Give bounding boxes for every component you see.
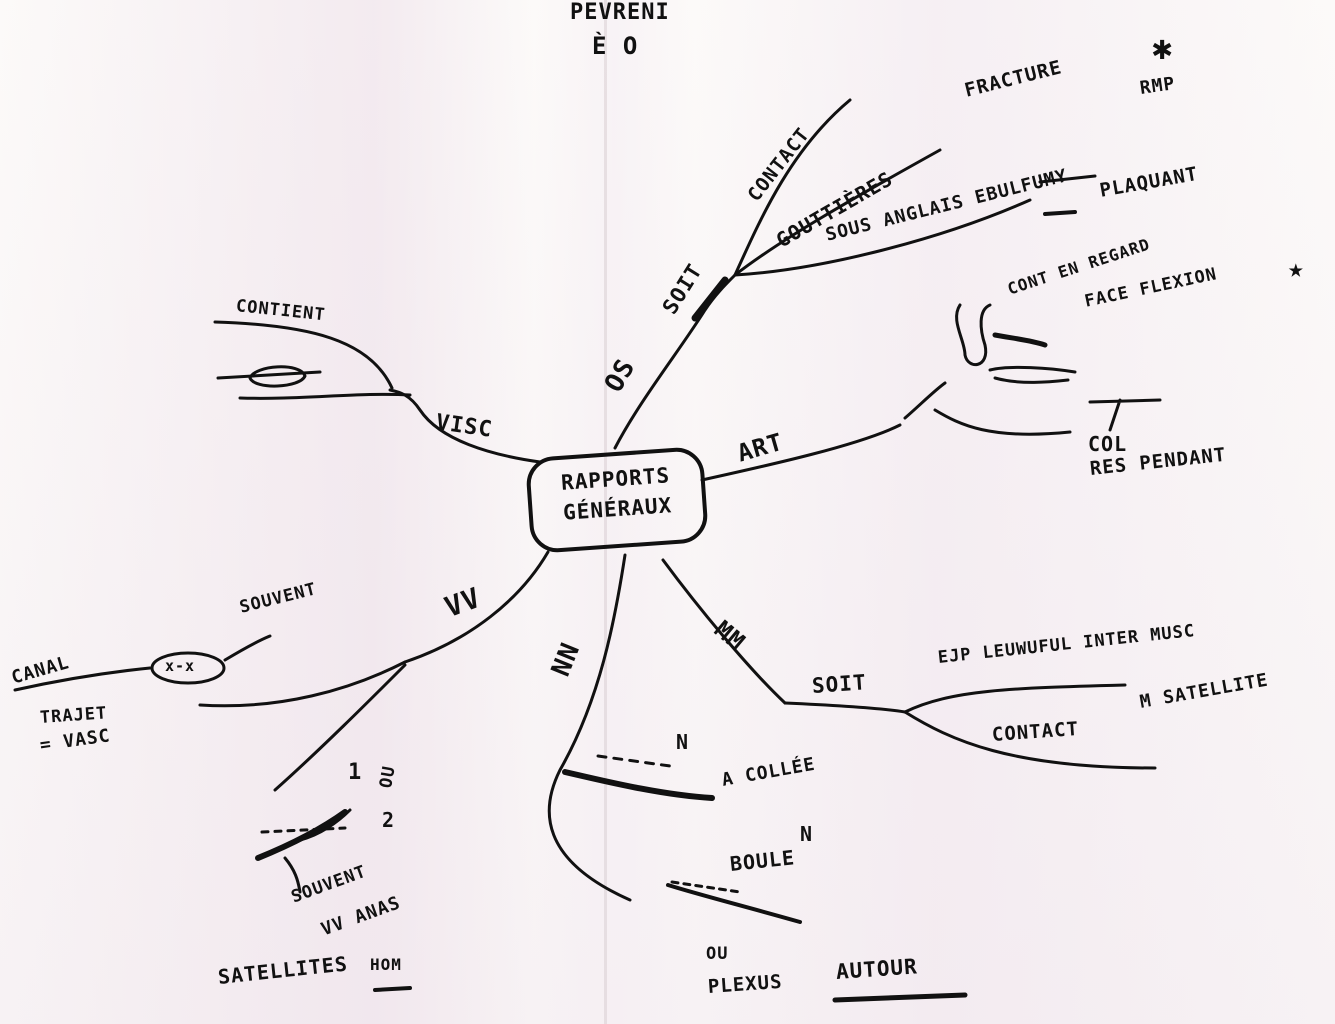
vv-hom: HOM [370,955,402,974]
vv-branch [403,550,550,664]
central-node: RAPPORTS GÉNÉRAUX [524,445,710,555]
art-bone-2 [988,365,1077,374]
os-soit-mark [691,276,729,322]
mm-soit: SOIT [811,670,868,698]
nn-branch [547,553,632,902]
os-sous-branch [733,198,1032,277]
art-bone [955,303,992,366]
nn-nerve-dash [596,754,672,768]
art-bone-3 [993,376,1070,384]
os-plaquant-dash [1043,210,1077,216]
vv-xox-ellipse [150,651,226,685]
nn-n1: N [676,730,690,754]
visc-oval-line [216,370,322,380]
nn-autour-underline [832,992,968,1003]
os-gouttieres-branch [733,148,942,277]
art-hook [903,381,947,420]
mm-lower [903,710,1157,770]
nn-n2: N [800,822,814,846]
art-col-t [1088,398,1162,432]
vv-vessel-1 [255,809,348,861]
vv-vessel-4 [298,808,352,842]
top-note-2: È O [592,32,639,60]
paper-fold [604,0,607,1024]
visc-contient-branch [213,320,394,390]
art-branch [700,423,902,482]
top-note-1: PEVRENI [570,0,670,25]
vv-canal-line [13,666,152,692]
nn-ou: OU [706,944,729,964]
os-contact-branch [733,98,852,277]
art-col: COL [1088,432,1128,456]
art-mark [992,332,1048,348]
visc-lower-branch [238,392,412,400]
vv-hom-underline [373,986,412,992]
vv-2: 2 [382,808,396,832]
nn-nerve-dash-2 [670,880,742,894]
vv-souvent-line [223,634,272,662]
vv-xox: x-x [165,657,196,675]
vv-1: 1 [348,760,363,785]
art-star-icon: ★ [1288,254,1305,284]
nn-nerve-2 [666,883,802,924]
vv-vessel-2 [260,826,347,834]
art-col-branch [933,408,1072,436]
os-star-icon: ✱ [1152,28,1174,68]
vv-ou: OU [376,764,400,790]
mm-trunk [783,701,907,714]
nn-nerve-1 [562,769,715,801]
vv-vessel-3 [283,856,302,894]
mm-upper [903,683,1127,714]
vv-lower [273,663,407,792]
os-underline [1038,174,1097,184]
visc-oval [248,365,307,388]
mm-branch [661,558,787,705]
vv-upper [198,660,407,708]
